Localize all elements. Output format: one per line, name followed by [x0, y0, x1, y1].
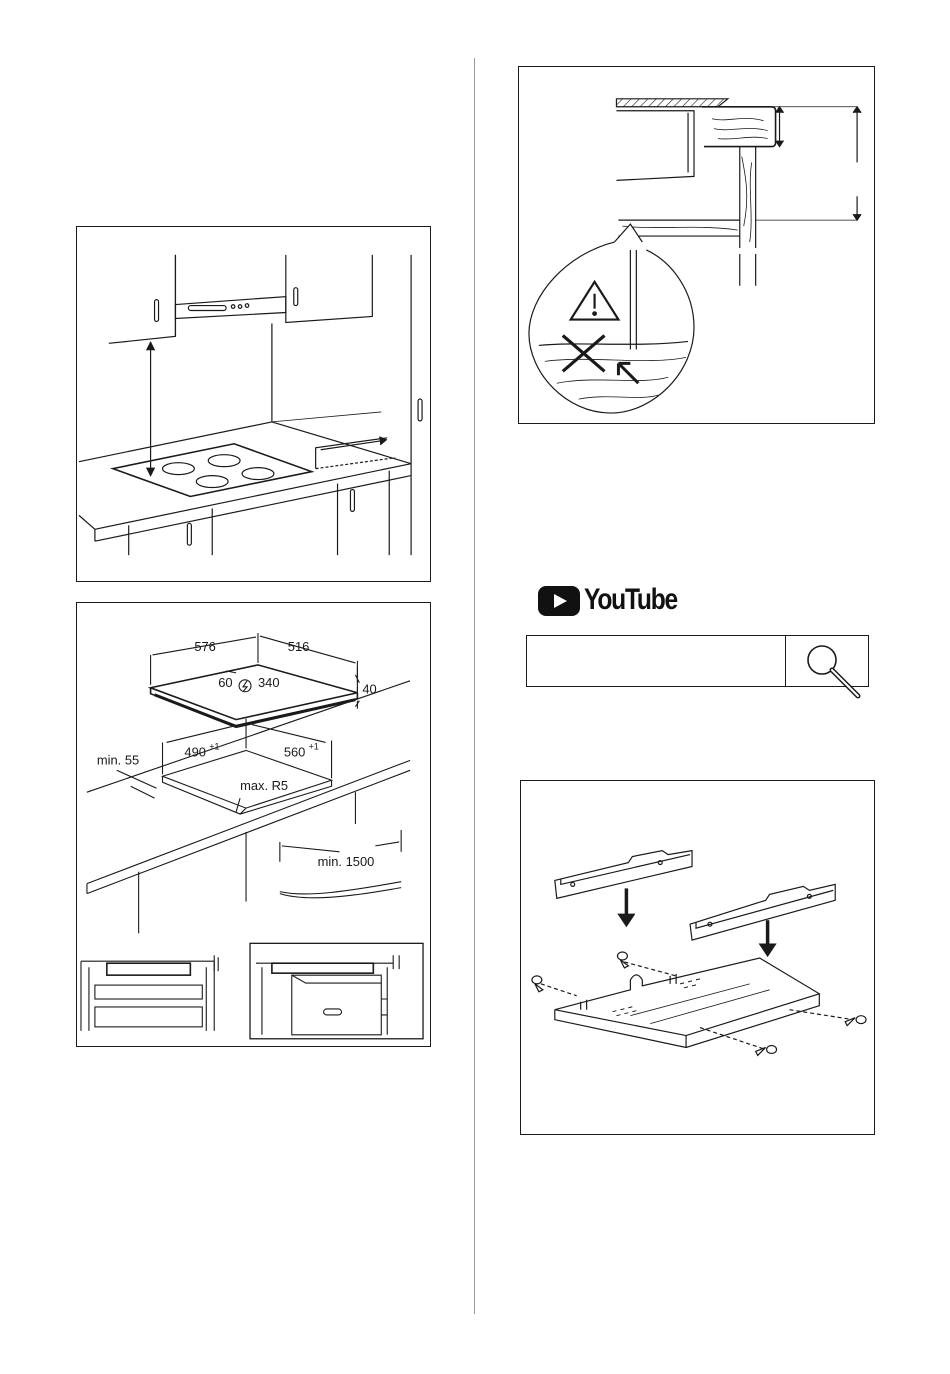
dim-cut-depth: 560	[284, 744, 306, 759]
figure-mounting	[518, 66, 875, 424]
figure-dimensions: 576 516 60 340 40 490 +1 560 +1 min. 55 …	[76, 602, 431, 1047]
youtube-search	[526, 635, 869, 687]
dim-width-hob: 576	[194, 639, 216, 654]
clearance-drawing	[77, 227, 430, 581]
dim-min-edge: min. 55	[97, 752, 139, 767]
dimensions-drawing: 576 516 60 340 40 490 +1 560 +1 min. 55 …	[77, 603, 430, 1046]
dim-pos-y: 340	[258, 675, 280, 690]
dim-depth-hob: 516	[288, 639, 310, 654]
screw-icon	[532, 952, 866, 1055]
column-divider	[474, 58, 475, 1314]
youtube-wordmark: YouTube	[584, 583, 677, 617]
youtube-logo[interactable]: YouTube	[538, 586, 678, 616]
dim-radius: max. R5	[240, 778, 288, 793]
figure-clearance	[76, 226, 431, 582]
dim-height-hob: 40	[362, 682, 376, 697]
dim-cut-depth-tol: +1	[309, 741, 319, 751]
cross-icon	[563, 335, 605, 371]
search-button[interactable]	[785, 636, 868, 686]
dim-cut-width: 490	[184, 744, 206, 759]
dim-cable: min. 1500	[318, 854, 375, 869]
power-connection-icon	[239, 680, 251, 692]
warning-triangle-icon	[571, 282, 619, 320]
dim-cut-width-tol: +1	[209, 741, 219, 751]
magnifier-icon	[786, 636, 869, 698]
mounting-drawing	[519, 67, 874, 423]
dim-pos-x: 60	[218, 675, 232, 690]
brackets-drawing	[521, 781, 874, 1134]
search-input[interactable]	[527, 636, 785, 686]
figure-brackets	[520, 780, 875, 1135]
youtube-play-icon	[538, 586, 580, 616]
